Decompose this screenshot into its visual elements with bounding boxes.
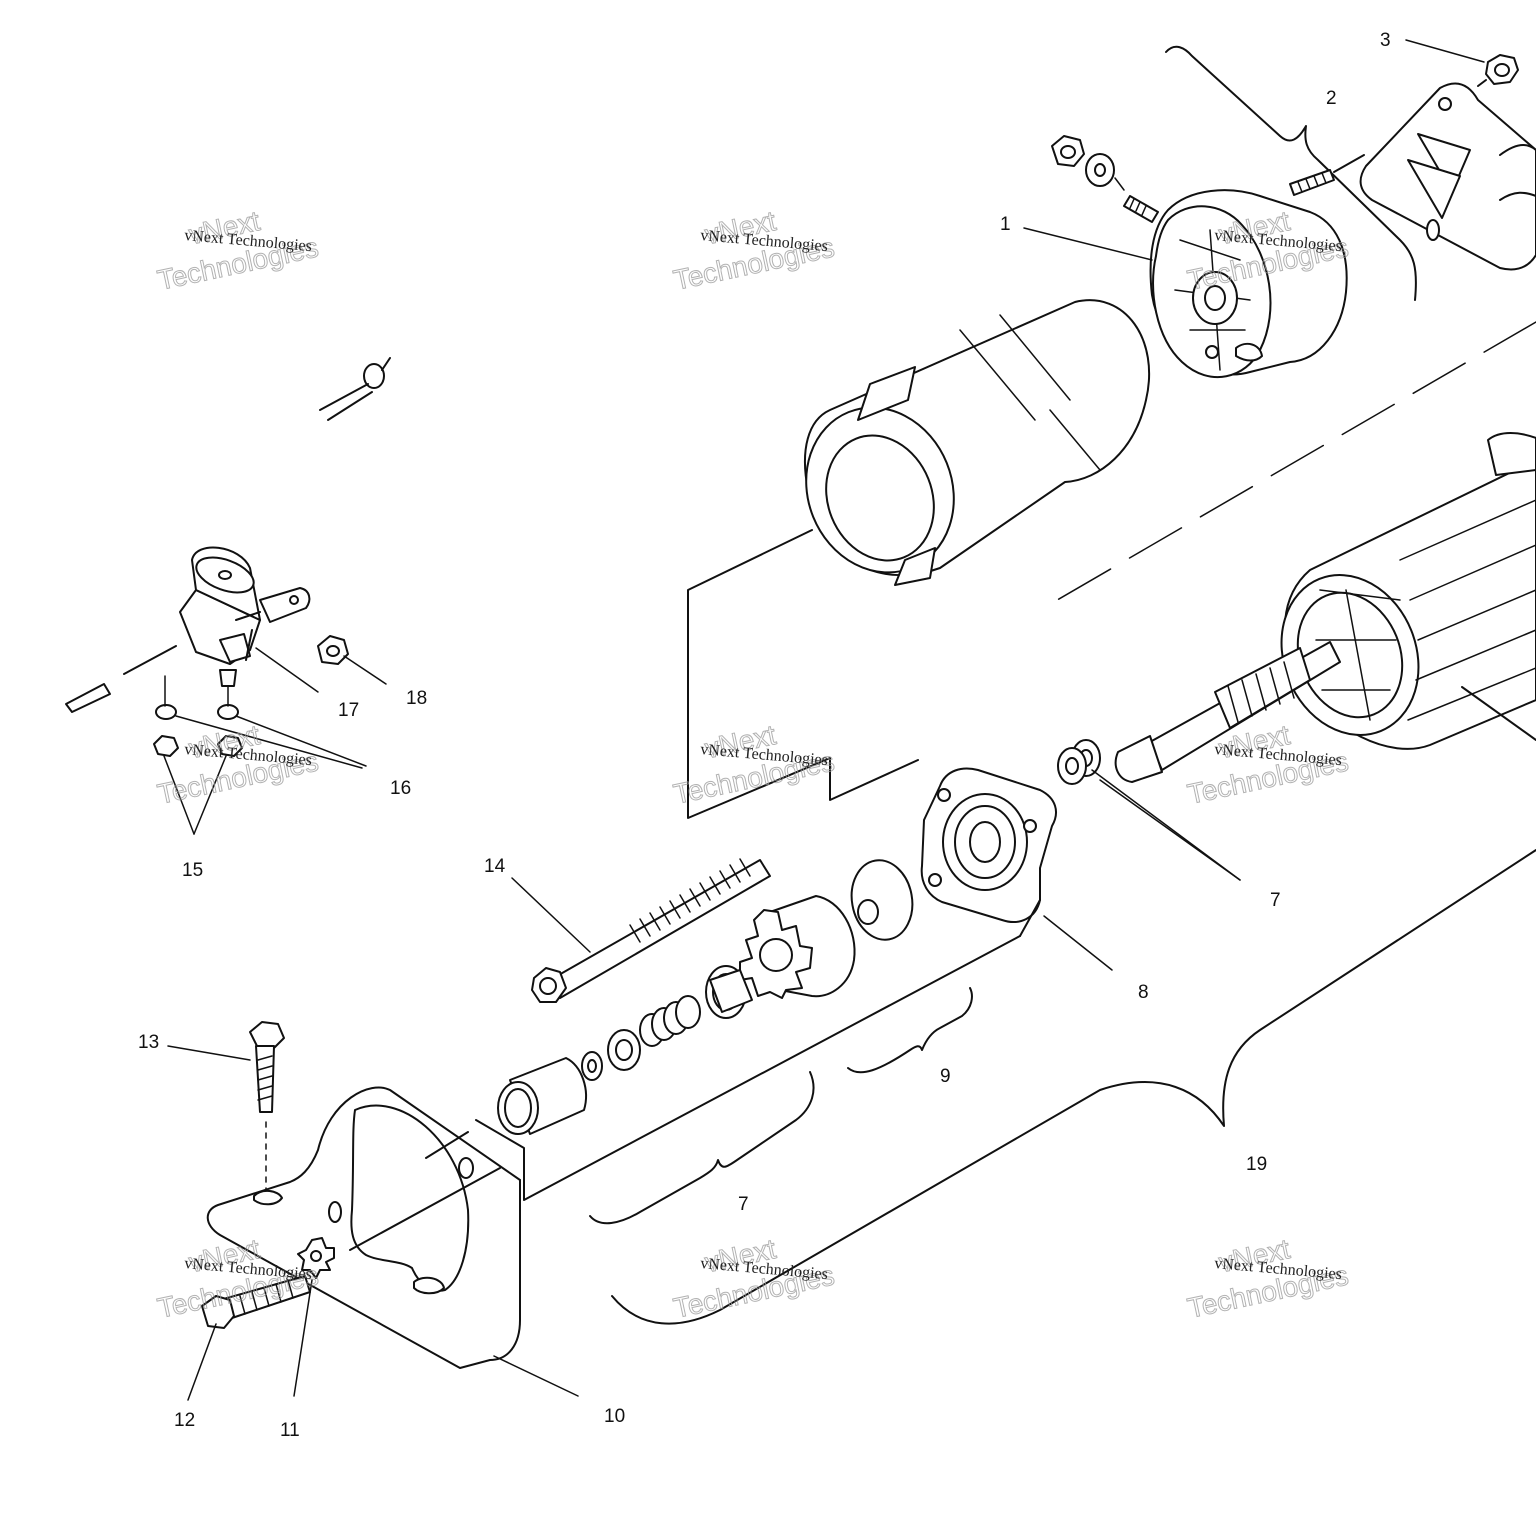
guide-lines: [349, 935, 1021, 1251]
housing-leader: [687, 529, 919, 819]
part-2-end-bracket: [1359, 82, 1536, 271]
callout-19: 19: [1246, 1154, 1267, 1175]
callout-1: 1: [1000, 214, 1011, 235]
part-13-bolt: [249, 1021, 285, 1191]
callout-15: 15: [182, 860, 203, 881]
part-7-washers-bottom: [497, 1029, 641, 1135]
callout-8: 8: [1138, 982, 1149, 1003]
callout-labels: 1 2 3 7 7 8 9 10 11 12 13 14 15 16 17 18…: [138, 30, 1391, 1441]
motor-housing: [804, 299, 1151, 586]
callout-16: 16: [390, 778, 411, 799]
callout-18: 18: [406, 688, 427, 709]
leader-lines: [163, 39, 1485, 1401]
part-17-solenoid: [65, 546, 311, 713]
part-3-nut: [1477, 54, 1519, 87]
part-7-washers-top: [1057, 739, 1101, 785]
part-1-end-cap: [1051, 135, 1365, 378]
part-14-through-bolt: [531, 858, 771, 1003]
callout-7-upper: 7: [1270, 890, 1281, 911]
callout-9: 9: [940, 1066, 951, 1087]
callout-12: 12: [174, 1410, 195, 1431]
callout-11: 11: [280, 1420, 300, 1441]
part-15-nuts: [153, 675, 243, 757]
callout-13: 13: [138, 1032, 159, 1053]
callout-2: 2: [1326, 88, 1337, 109]
part-9-pinion-gear: [705, 895, 856, 1019]
callout-3: 3: [1380, 30, 1391, 51]
part-8-end-plate: [920, 767, 1057, 937]
bracket-7-lower: [589, 1071, 815, 1225]
bracket-19: [611, 849, 1536, 1325]
callout-10: 10: [604, 1406, 625, 1427]
bracket-2: [1165, 45, 1417, 301]
callout-14: 14: [484, 856, 506, 877]
part-16-washers: [155, 704, 239, 720]
spring: [639, 995, 701, 1047]
dust-cover: [850, 859, 914, 941]
center-axis-line: [1039, 321, 1536, 611]
bracket-9: [847, 987, 973, 1074]
callout-7-lower: 7: [738, 1194, 749, 1215]
part-10-mounting-bracket: [206, 1086, 521, 1369]
part-19-armature: [1114, 432, 1536, 783]
part-18-terminal-nut: [317, 357, 391, 665]
callout-17: 17: [338, 700, 359, 721]
part-11-star-washer: [297, 1237, 335, 1279]
